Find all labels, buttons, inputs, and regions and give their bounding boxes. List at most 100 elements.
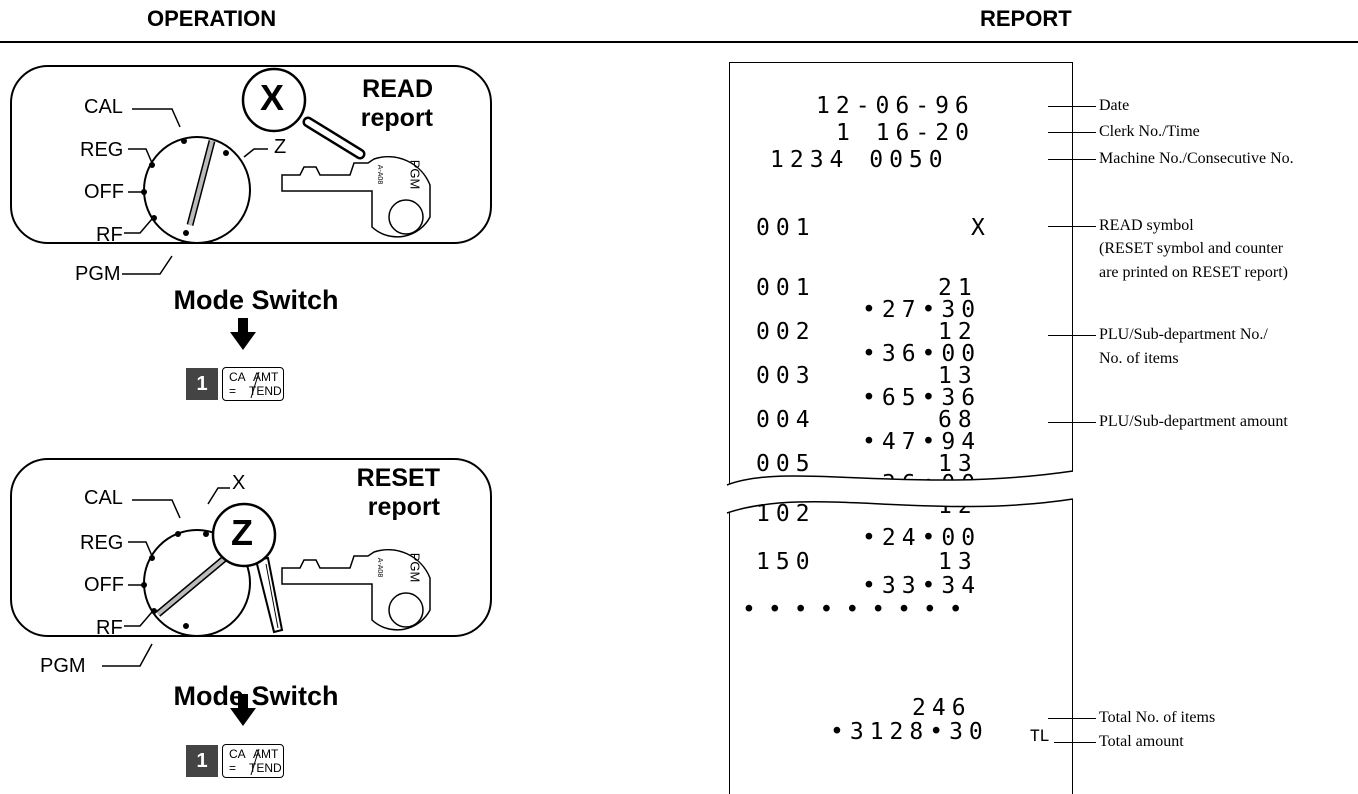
reg-label: REG bbox=[80, 139, 124, 161]
annotation-plu-amount: PLU/Sub-department amount bbox=[1099, 413, 1288, 430]
row-6-amount: •24•00 bbox=[862, 525, 982, 551]
annotation-plu-no-2: No. of items bbox=[1099, 350, 1179, 367]
reset-title-line2: report bbox=[367, 493, 440, 521]
reg-label-2: REG bbox=[80, 532, 124, 554]
read-key-amt: AMT bbox=[253, 370, 279, 384]
leader-clerk bbox=[1048, 132, 1096, 133]
receipt-read-symbol: X bbox=[971, 215, 991, 241]
reset-key-eq: = bbox=[229, 761, 237, 775]
reset-key-ca: CA bbox=[229, 747, 246, 761]
read-switch-dial[interactable] bbox=[12, 67, 490, 244]
row-6-count: 12 bbox=[938, 507, 978, 519]
receipt-clerk-time: 1 16-20 bbox=[836, 120, 975, 146]
reset-key-code: A-A08 bbox=[376, 557, 384, 578]
receipt-dots: ••••••••• bbox=[742, 597, 975, 623]
read-mode-switch-title: Mode Switch bbox=[130, 283, 382, 317]
read-title-line1: READ bbox=[362, 75, 433, 103]
annotation-total-amount: Total amount bbox=[1099, 733, 1184, 750]
header-rule bbox=[0, 41, 1358, 43]
row-3-count: 13 bbox=[938, 363, 978, 389]
row-6-no: 102 bbox=[756, 501, 816, 527]
reset-key-text: PGM bbox=[407, 552, 423, 583]
leader-plu-amount bbox=[1048, 422, 1096, 423]
row-4-count: 68 bbox=[938, 407, 978, 433]
read-mode-switch-panel: CAL REG OFF RF Z X PGM A-A08 READ report bbox=[10, 65, 492, 246]
annotation-plu-no-1: PLU/Sub-department No./ bbox=[1099, 326, 1268, 343]
report-heading: REPORT bbox=[980, 6, 1072, 31]
read-key-eq: = bbox=[229, 384, 237, 398]
receipt-date: 12-06-96 bbox=[816, 93, 975, 119]
leader-total-amount bbox=[1054, 742, 1096, 743]
read-key-ca: CA bbox=[229, 370, 246, 384]
leader-total-items bbox=[1048, 718, 1096, 719]
read-key-slash bbox=[250, 371, 260, 399]
reset-key-slash bbox=[250, 748, 260, 776]
row-7-amount: •33•34 bbox=[862, 573, 982, 599]
pgm-leader-read bbox=[122, 255, 173, 275]
reset-digit-key[interactable]: 1 bbox=[186, 745, 218, 777]
annotation-read-symbol-3: are printed on RESET report) bbox=[1099, 264, 1288, 281]
reset-down-arrow-icon bbox=[230, 694, 256, 726]
read-key-tend: TEND bbox=[249, 384, 282, 398]
leader-date bbox=[1048, 106, 1096, 107]
row-2-amount: •36•00 bbox=[862, 341, 982, 367]
reset-ca-amt-tend-key[interactable]: CA AMT = TEND bbox=[222, 744, 284, 778]
row-2-no: 002 bbox=[756, 319, 816, 345]
annotation-read-symbol-1: READ symbol bbox=[1099, 217, 1194, 234]
operation-heading: OPERATION bbox=[147, 6, 277, 31]
annotation-read-symbol-2: (RESET symbol and counter bbox=[1099, 240, 1284, 257]
row-4-no: 004 bbox=[756, 407, 816, 433]
pgm-label: PGM bbox=[75, 263, 121, 285]
x-label: X bbox=[232, 472, 246, 494]
read-down-arrow-icon bbox=[230, 318, 256, 350]
row-5-count: 13 bbox=[938, 451, 978, 477]
leader-plu-no bbox=[1048, 335, 1096, 336]
row-7-count: 13 bbox=[938, 549, 978, 575]
row-1-amount: •27•30 bbox=[862, 297, 982, 323]
leader-read-symbol bbox=[1048, 226, 1096, 227]
z-label: Z bbox=[274, 136, 287, 158]
receipt: 12-06-96 1 16-20 1234 0050 001 X 001 21 … bbox=[726, 62, 1074, 794]
cal-label: CAL bbox=[84, 96, 123, 118]
receipt-machine-consec: 1234 0050 bbox=[770, 147, 949, 173]
receipt-total-items: 246 bbox=[912, 695, 972, 721]
row-5-no: 005 bbox=[756, 451, 816, 477]
leader-machine bbox=[1048, 159, 1096, 160]
pgm-label-2: PGM bbox=[40, 655, 86, 677]
row-1-no: 001 bbox=[756, 275, 816, 301]
row-2-count: 12 bbox=[938, 319, 978, 345]
pgm-leader-reset bbox=[102, 643, 153, 667]
row-3-no: 003 bbox=[756, 363, 816, 389]
reset-key-tend: TEND bbox=[249, 761, 282, 775]
reset-title-line1: RESET bbox=[356, 464, 440, 492]
rf-label-2: RF bbox=[96, 617, 123, 639]
read-key-text: PGM bbox=[407, 159, 423, 190]
annotation-clerk-time: Clerk No./Time bbox=[1099, 123, 1200, 140]
receipt-total-amount: •3128•30 bbox=[830, 719, 989, 745]
annotation-total-items: Total No. of items bbox=[1099, 709, 1216, 726]
row-7-no: 150 bbox=[756, 549, 816, 575]
read-key-code: A-A08 bbox=[376, 164, 384, 185]
read-lens-letter: X bbox=[260, 77, 285, 118]
receipt-tear-break bbox=[726, 470, 1074, 514]
row-4-amount: •47•94 bbox=[862, 429, 982, 455]
annotation-date: Date bbox=[1099, 97, 1130, 114]
read-title-line2: report bbox=[360, 104, 433, 132]
cal-label-2: CAL bbox=[84, 487, 123, 509]
reset-lens-letter: Z bbox=[231, 512, 253, 553]
row-3-amount: •65•36 bbox=[862, 385, 982, 411]
reset-mode-switch-title: Mode Switch bbox=[130, 679, 382, 713]
reset-key-amt: AMT bbox=[253, 747, 279, 761]
receipt-total-symbol: TL bbox=[1030, 726, 1050, 745]
reset-report-title: RESET report bbox=[312, 464, 440, 522]
read-digit-key[interactable]: 1 bbox=[186, 368, 218, 400]
rf-label: RF bbox=[96, 224, 123, 246]
row-6-count-text: 12 bbox=[938, 507, 978, 519]
read-report-title: READ report bbox=[322, 75, 433, 133]
reset-switch-dial[interactable] bbox=[12, 460, 490, 637]
reset-mode-switch-panel: CAL REG OFF RF X Z PGM A-A08 RESET repor… bbox=[10, 458, 492, 639]
annotation-machine: Machine No./Consecutive No. bbox=[1099, 150, 1294, 167]
off-label: OFF bbox=[84, 181, 124, 203]
read-ca-amt-tend-key[interactable]: CA AMT = TEND bbox=[222, 367, 284, 401]
row-1-count: 21 bbox=[938, 275, 978, 301]
